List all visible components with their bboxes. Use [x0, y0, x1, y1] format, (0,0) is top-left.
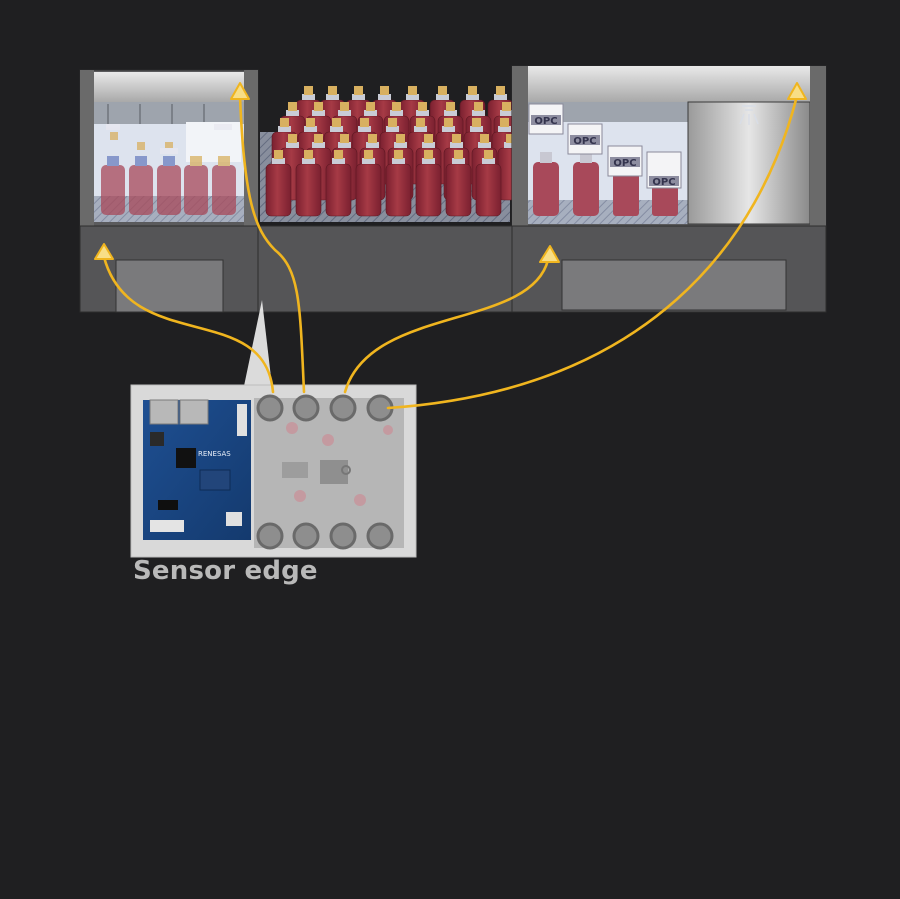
bottle: [101, 132, 125, 215]
ethernet-port-icon: [179, 399, 209, 425]
left-machine-cabinet: [115, 259, 224, 313]
bottle: [212, 156, 236, 215]
opc-label: OPC: [573, 136, 596, 147]
bottle: [325, 150, 352, 217]
arrowheads: [94, 82, 807, 263]
bottle-storage: [257, 86, 524, 313]
bottle: [385, 150, 412, 217]
bottle: [295, 150, 322, 217]
connection-line: [238, 94, 306, 394]
bottle: [445, 150, 472, 217]
opc-tag: OPC: [528, 103, 564, 135]
connection-line: [386, 94, 799, 410]
arrowhead-icon: [539, 245, 560, 263]
bottle: [533, 152, 559, 216]
bottle: [265, 150, 292, 217]
connector-row-bottom: [256, 522, 394, 550]
bottle: [613, 172, 639, 216]
connector-row-top: [256, 394, 394, 422]
sensor-edge-caption: Sensor edge: [133, 556, 318, 586]
bottle: [184, 156, 208, 215]
left-bottle-row: [101, 124, 236, 215]
bottle: [157, 142, 181, 215]
bottle: [129, 142, 153, 215]
opc-label: OPC: [613, 158, 636, 169]
opc-label: OPC: [652, 177, 675, 188]
right-bottle-row: [533, 152, 678, 216]
arrowhead-icon: [94, 243, 114, 260]
left-machine-hood: [94, 72, 244, 102]
opc-tag: OPC: [646, 151, 682, 189]
bottle: [355, 150, 382, 217]
arrowhead-icon: [787, 82, 807, 100]
opc-tag: OPC: [567, 123, 603, 155]
board-brand: RENESAS: [198, 450, 231, 458]
bottle-field: [265, 86, 524, 217]
bottle: [573, 152, 599, 216]
opc-label: OPC: [534, 116, 557, 127]
sensor-edge-board: RENESAS: [130, 384, 417, 558]
bottle: [652, 186, 678, 216]
right-machine-hood: [512, 66, 826, 102]
arrowhead-icon: [230, 82, 250, 100]
connection-line: [343, 258, 550, 394]
bottle: [415, 150, 442, 217]
ethernet-port-icon: [149, 399, 179, 425]
bottle: [475, 150, 502, 217]
connections: [102, 94, 799, 410]
connection-line: [102, 255, 275, 394]
opc-tag: OPC: [607, 145, 643, 177]
shower-icon: [739, 105, 759, 125]
